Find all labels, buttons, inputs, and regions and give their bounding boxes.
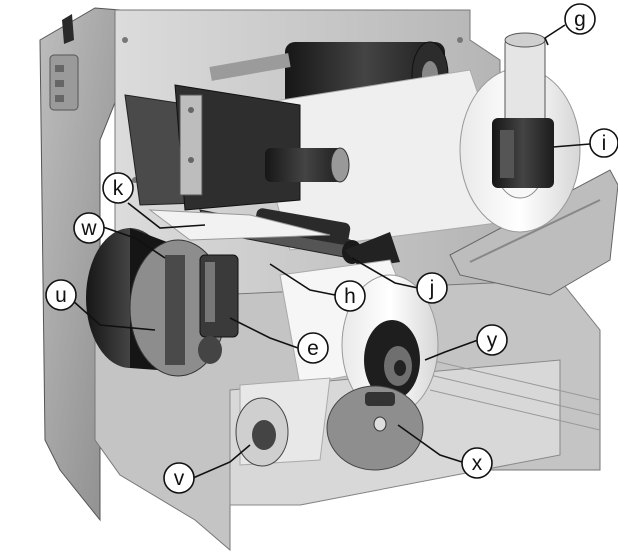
- callout-x: x: [397, 424, 493, 479]
- panel-button: [55, 65, 64, 72]
- logo-mark: [62, 14, 74, 44]
- screw: [457, 37, 463, 43]
- callout-v: v: [163, 444, 251, 494]
- callout-g: g: [543, 3, 596, 46]
- callout-letter-e: e: [307, 337, 319, 360]
- printhead-assembly: [124, 84, 301, 211]
- media-path: [148, 209, 331, 241]
- rewind-plate: [86, 228, 239, 377]
- callout-letter-y: y: [487, 329, 498, 352]
- callout-letter-v: v: [174, 467, 185, 490]
- ribbon-take-up: [265, 147, 350, 183]
- rewind-spindle: [198, 336, 331, 467]
- callout-letter-j: j: [429, 277, 435, 300]
- callout-i: i: [552, 128, 618, 158]
- callout-k: k: [102, 172, 206, 229]
- callout-h: h: [269, 263, 366, 312]
- callouts: g i k w u h: [45, 3, 618, 494]
- callout-j: j: [351, 257, 448, 304]
- callout-e: e: [229, 317, 329, 364]
- panel-button: [55, 95, 64, 102]
- media-hanger: [492, 32, 554, 188]
- callout-y: y: [424, 324, 508, 361]
- callout-letter-i: i: [602, 132, 607, 155]
- callout-letter-k: k: [113, 177, 124, 200]
- callout-letter-w: w: [80, 217, 97, 240]
- callout-letter-g: g: [574, 8, 586, 31]
- panel-button: [55, 80, 64, 87]
- callout-letter-h: h: [344, 285, 356, 308]
- callout-w: w: [73, 212, 166, 259]
- callout-letter-x: x: [472, 452, 483, 475]
- dancer-disk: [326, 385, 424, 471]
- callout-letter-u: u: [55, 284, 67, 307]
- screw: [122, 37, 128, 43]
- callout-u: u: [45, 279, 156, 331]
